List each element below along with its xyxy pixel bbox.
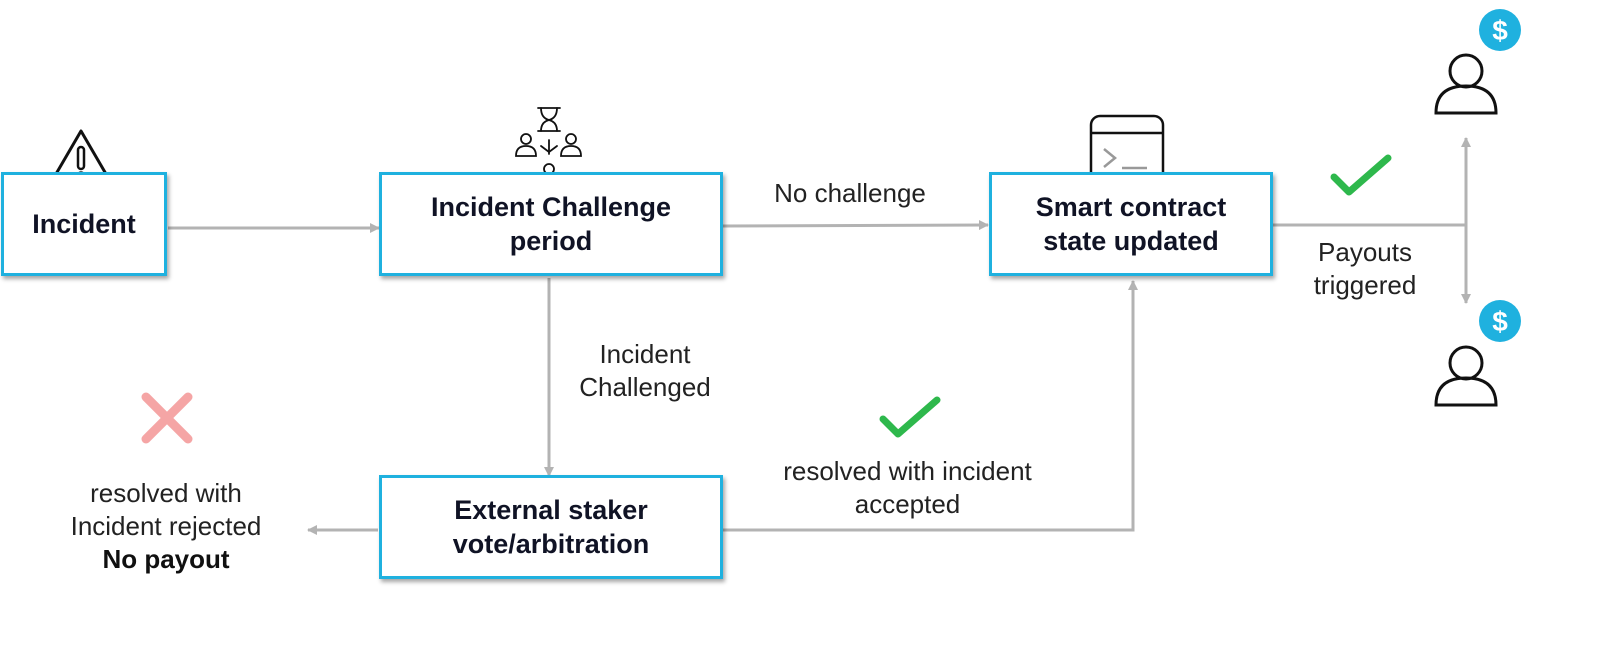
resolved-accepted-line1: resolved with incident [783, 456, 1032, 486]
no-challenge-label: No challenge [740, 177, 960, 210]
no-payout-text: No payout [102, 544, 230, 574]
svg-text:$: $ [1492, 15, 1508, 46]
smart-contract-node: Smart contract state updated [989, 172, 1273, 276]
user-icon [1434, 345, 1498, 407]
external-vote-node: External staker vote/arbitration [379, 475, 723, 579]
no-challenge-text: No challenge [774, 178, 926, 208]
dollar-badge-icon: $ [1479, 9, 1521, 51]
x-icon [141, 392, 193, 444]
dollar-badge-icon: $ [1479, 300, 1521, 342]
payouts-triggered-line1: Payouts [1318, 237, 1412, 267]
arrow-resolved-accepted [723, 280, 1138, 532]
smart-contract-label-line1: Smart contract [1035, 192, 1227, 222]
resolved-accepted-label: resolved with incident accepted [745, 455, 1070, 521]
resolved-rejected-line1: resolved with [90, 478, 242, 508]
user-icon [1434, 53, 1498, 115]
payouts-triggered-label: Payouts triggered [1290, 236, 1440, 302]
challenge-period-label-line1: Incident Challenge [430, 192, 672, 222]
svg-text:$: $ [1492, 306, 1508, 337]
check-icon [1330, 154, 1392, 196]
smart-contract-label-line2: state updated [1043, 226, 1219, 256]
challenge-period-label-line2: period [509, 226, 593, 256]
check-icon [879, 396, 941, 438]
payouts-triggered-line2: triggered [1313, 270, 1417, 300]
resolved-rejected-line2: Incident rejected [70, 511, 262, 541]
incident-challenged-line1: Incident [599, 339, 691, 369]
incident-challenged-label: Incident Challenged [555, 338, 735, 404]
terminal-window-icon [1089, 114, 1165, 184]
arrow-no-challenge [722, 220, 989, 231]
resolved-rejected-label: resolved with Incident rejected No payou… [36, 477, 296, 576]
incident-node-label: Incident [32, 209, 136, 239]
incident-node: Incident [1, 172, 167, 276]
external-vote-label-line2: vote/arbitration [452, 529, 650, 559]
incident-challenged-line2: Challenged [579, 372, 711, 402]
challenge-period-node: Incident Challenge period [379, 172, 723, 276]
external-vote-label-line1: External staker [454, 495, 648, 525]
hourglass-people-icon [515, 107, 582, 186]
resolved-accepted-line2: accepted [854, 489, 961, 519]
